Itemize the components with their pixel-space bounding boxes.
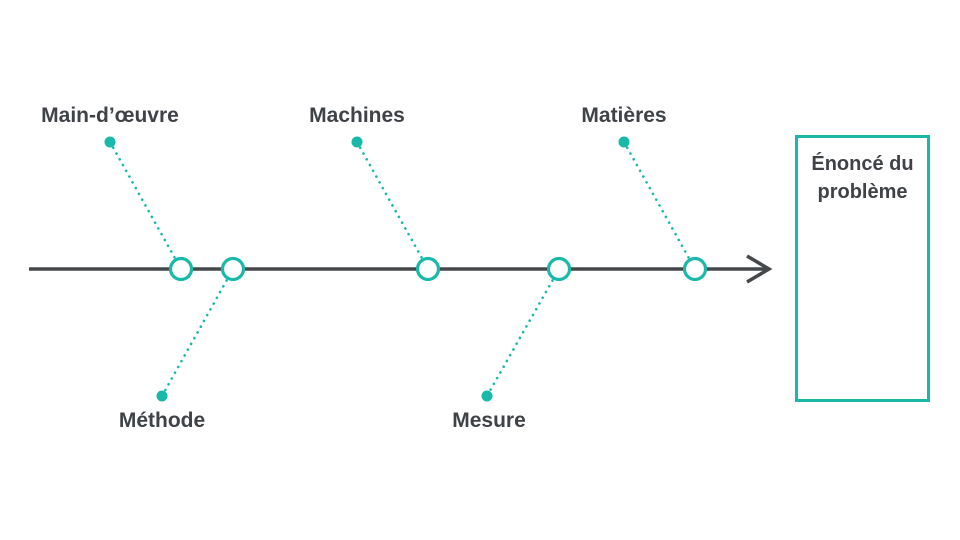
branch-endpoint-dot-main-doeuvre bbox=[104, 136, 116, 148]
branch-label-matieres: Matières bbox=[581, 104, 667, 127]
problem-statement-box: Énoncé du problème bbox=[795, 135, 930, 402]
spine-node-methode bbox=[220, 256, 246, 282]
spine-node-matieres bbox=[682, 256, 708, 282]
branch-line-main-doeuvre bbox=[108, 140, 183, 271]
spine-node-mesure bbox=[546, 256, 572, 282]
branch-line-mesure bbox=[485, 267, 561, 398]
branch-label-main-doeuvre: Main-d’œuvre bbox=[41, 104, 179, 127]
branch-endpoint-dot-matieres bbox=[618, 136, 630, 148]
branch-label-methode: Méthode bbox=[118, 409, 206, 432]
branch-endpoint-dot-machines bbox=[351, 136, 363, 148]
branch-endpoint-dot-methode bbox=[156, 390, 168, 402]
branch-line-matieres bbox=[622, 140, 697, 271]
branch-line-methode bbox=[160, 267, 235, 398]
branch-label-mesure: Mesure bbox=[452, 409, 526, 432]
branch-endpoint-dot-mesure bbox=[481, 390, 493, 402]
spine-arrowhead-icon bbox=[746, 254, 773, 284]
spine-node-machines bbox=[415, 256, 441, 282]
branch-label-machines: Machines bbox=[309, 104, 405, 127]
branch-line-machines bbox=[355, 140, 430, 271]
spine-node-main-doeuvre bbox=[168, 256, 194, 282]
